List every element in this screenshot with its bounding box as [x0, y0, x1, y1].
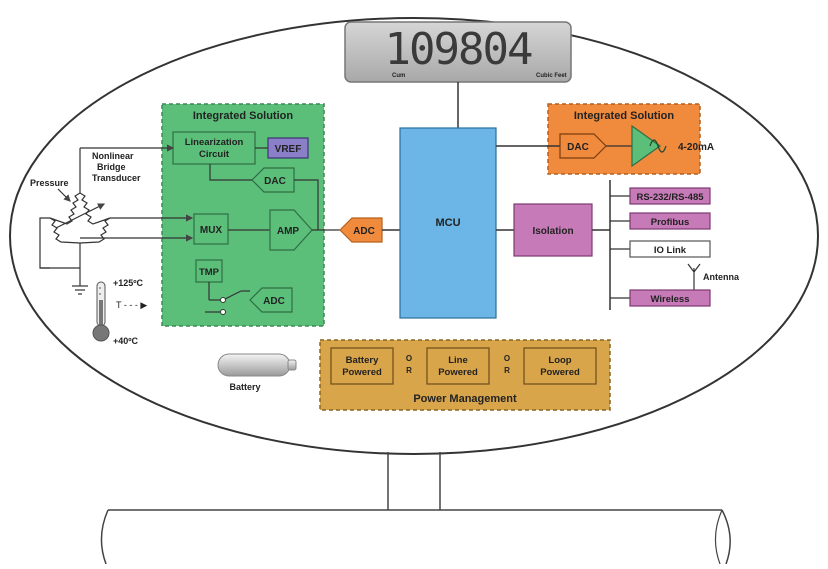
svg-text:Wireless: Wireless — [651, 294, 690, 305]
temp-low-label: +40ºC — [113, 336, 139, 346]
wireless-interface: Wireless — [629, 289, 711, 307]
isolation-block: Isolation — [513, 203, 593, 257]
power-management-title: Power Management — [413, 393, 517, 405]
antenna-label: Antenna — [703, 272, 740, 282]
battery-label: Battery — [229, 382, 260, 392]
profibus-interface: Profibus — [629, 212, 711, 230]
svg-text:MCU: MCU — [435, 217, 460, 229]
svg-text:Line: Line — [448, 355, 468, 366]
output-4-20ma-label: 4-20mA — [678, 142, 714, 153]
vref-block: VREF — [267, 137, 309, 159]
loop-powered-block: Loop Powered — [523, 347, 597, 385]
svg-text:Isolation: Isolation — [532, 226, 573, 237]
svg-text:Powered: Powered — [342, 367, 382, 378]
svg-text:RS-232/RS-485: RS-232/RS-485 — [636, 192, 704, 203]
io-link-interface: IO Link — [629, 240, 711, 258]
temp-arrow-label: T - - - ▶ — [116, 300, 147, 310]
lcd-unit-cum: Cum — [392, 73, 405, 79]
bridge-label-2: Bridge — [97, 162, 126, 172]
antenna-icon — [687, 263, 701, 290]
left-adc: ADC — [249, 287, 293, 313]
pressure-label: Pressure — [30, 178, 69, 188]
battery-icon — [217, 353, 297, 377]
svg-text:DAC: DAC — [567, 142, 589, 153]
svg-text:VREF: VREF — [275, 144, 302, 155]
pipe — [100, 509, 731, 565]
or-o-2: O — [504, 354, 510, 363]
svg-text:Circuit: Circuit — [199, 149, 230, 160]
svg-text:Powered: Powered — [438, 367, 478, 378]
svg-text:Profibus: Profibus — [651, 217, 690, 228]
battery-powered-block: Battery Powered — [330, 347, 394, 385]
svg-text:Powered: Powered — [540, 367, 580, 378]
svg-text:MUX: MUX — [200, 225, 223, 236]
lcd-value: 109804 — [385, 24, 532, 75]
svg-text:AMP: AMP — [277, 226, 300, 237]
amp-block: AMP — [269, 209, 313, 251]
bridge-label-3: Transducer — [92, 173, 141, 183]
svg-text:Loop: Loop — [548, 355, 571, 366]
mcu-block: MCU — [399, 127, 497, 319]
right-dac: DAC — [559, 133, 607, 159]
pipe-stem — [387, 452, 441, 510]
svg-text:Linearization: Linearization — [185, 137, 244, 148]
svg-text:Battery: Battery — [346, 355, 379, 366]
left-integrated-title: Integrated Solution — [193, 110, 294, 122]
thermometer-icon — [92, 281, 110, 342]
rs232-rs485-interface: RS-232/RS-485 — [629, 187, 711, 205]
svg-text:TMP: TMP — [199, 267, 220, 278]
current-output-amp — [631, 124, 667, 168]
svg-text:IO Link: IO Link — [654, 245, 687, 256]
or-r-1: R — [406, 366, 412, 375]
lcd-display: 109804 Cum Cubic Feet — [344, 21, 572, 83]
bridge-transducer — [49, 192, 111, 244]
or-o-1: O — [406, 354, 412, 363]
mux-block: MUX — [193, 213, 229, 245]
temp-high-label: +125ºC — [113, 278, 144, 288]
lcd-unit-cubic-feet: Cubic Feet — [536, 73, 567, 79]
right-integrated-title: Integrated Solution — [574, 110, 675, 122]
svg-text:ADC: ADC — [353, 226, 375, 237]
bridge-label-1: Nonlinear — [92, 151, 134, 161]
line-powered-block: Line Powered — [426, 347, 490, 385]
svg-text:DAC: DAC — [264, 176, 286, 187]
linearization-circuit: Linearization Circuit — [172, 131, 256, 165]
svg-text:ADC: ADC — [263, 296, 285, 307]
or-r-2: R — [504, 366, 510, 375]
tmp-block: TMP — [195, 259, 223, 283]
